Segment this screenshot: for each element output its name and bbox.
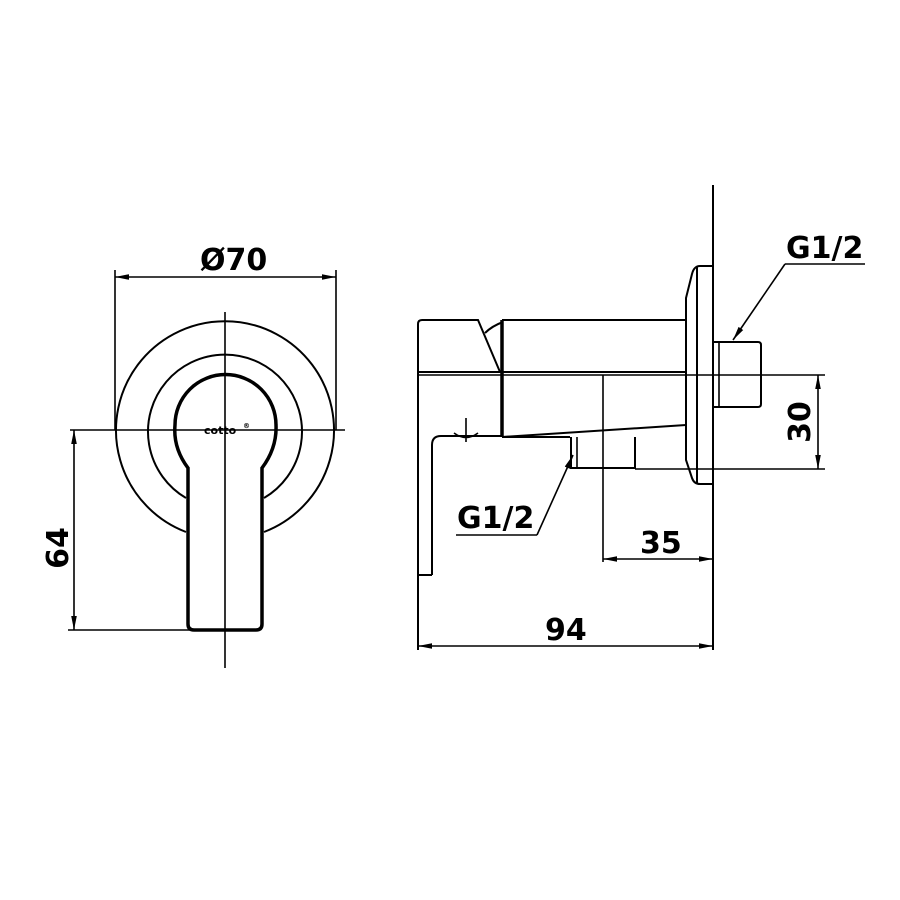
height-label: 64 xyxy=(41,527,76,569)
valve-body xyxy=(418,319,686,438)
inlet-thread-label: G1/2 xyxy=(786,231,863,266)
inlet-thread-leader xyxy=(732,263,786,341)
outlet-offset-label: 35 xyxy=(640,526,682,561)
diameter-label: Ø70 xyxy=(200,243,267,278)
side-view: 30 35 94 G1/2 G1/2 xyxy=(417,185,865,650)
outlet-thread-leader xyxy=(536,454,574,536)
lever-side xyxy=(417,372,502,650)
handle-outline xyxy=(173,372,278,632)
total-width-label: 94 xyxy=(545,613,587,648)
brand-logo: cotto xyxy=(204,424,237,437)
inlet-offset-label: 30 xyxy=(783,401,818,443)
valve-body-bottom xyxy=(501,424,687,438)
handle-top-block xyxy=(417,319,501,373)
front-view: cotto ® Ø70 64 xyxy=(41,243,345,668)
cross-mark xyxy=(453,418,479,442)
escutcheon-outer-circle xyxy=(115,320,335,533)
brand-logo-mark: ® xyxy=(243,422,250,430)
outlet-thread-label: G1/2 xyxy=(457,501,534,536)
escutcheon-inner-ring xyxy=(147,353,303,499)
